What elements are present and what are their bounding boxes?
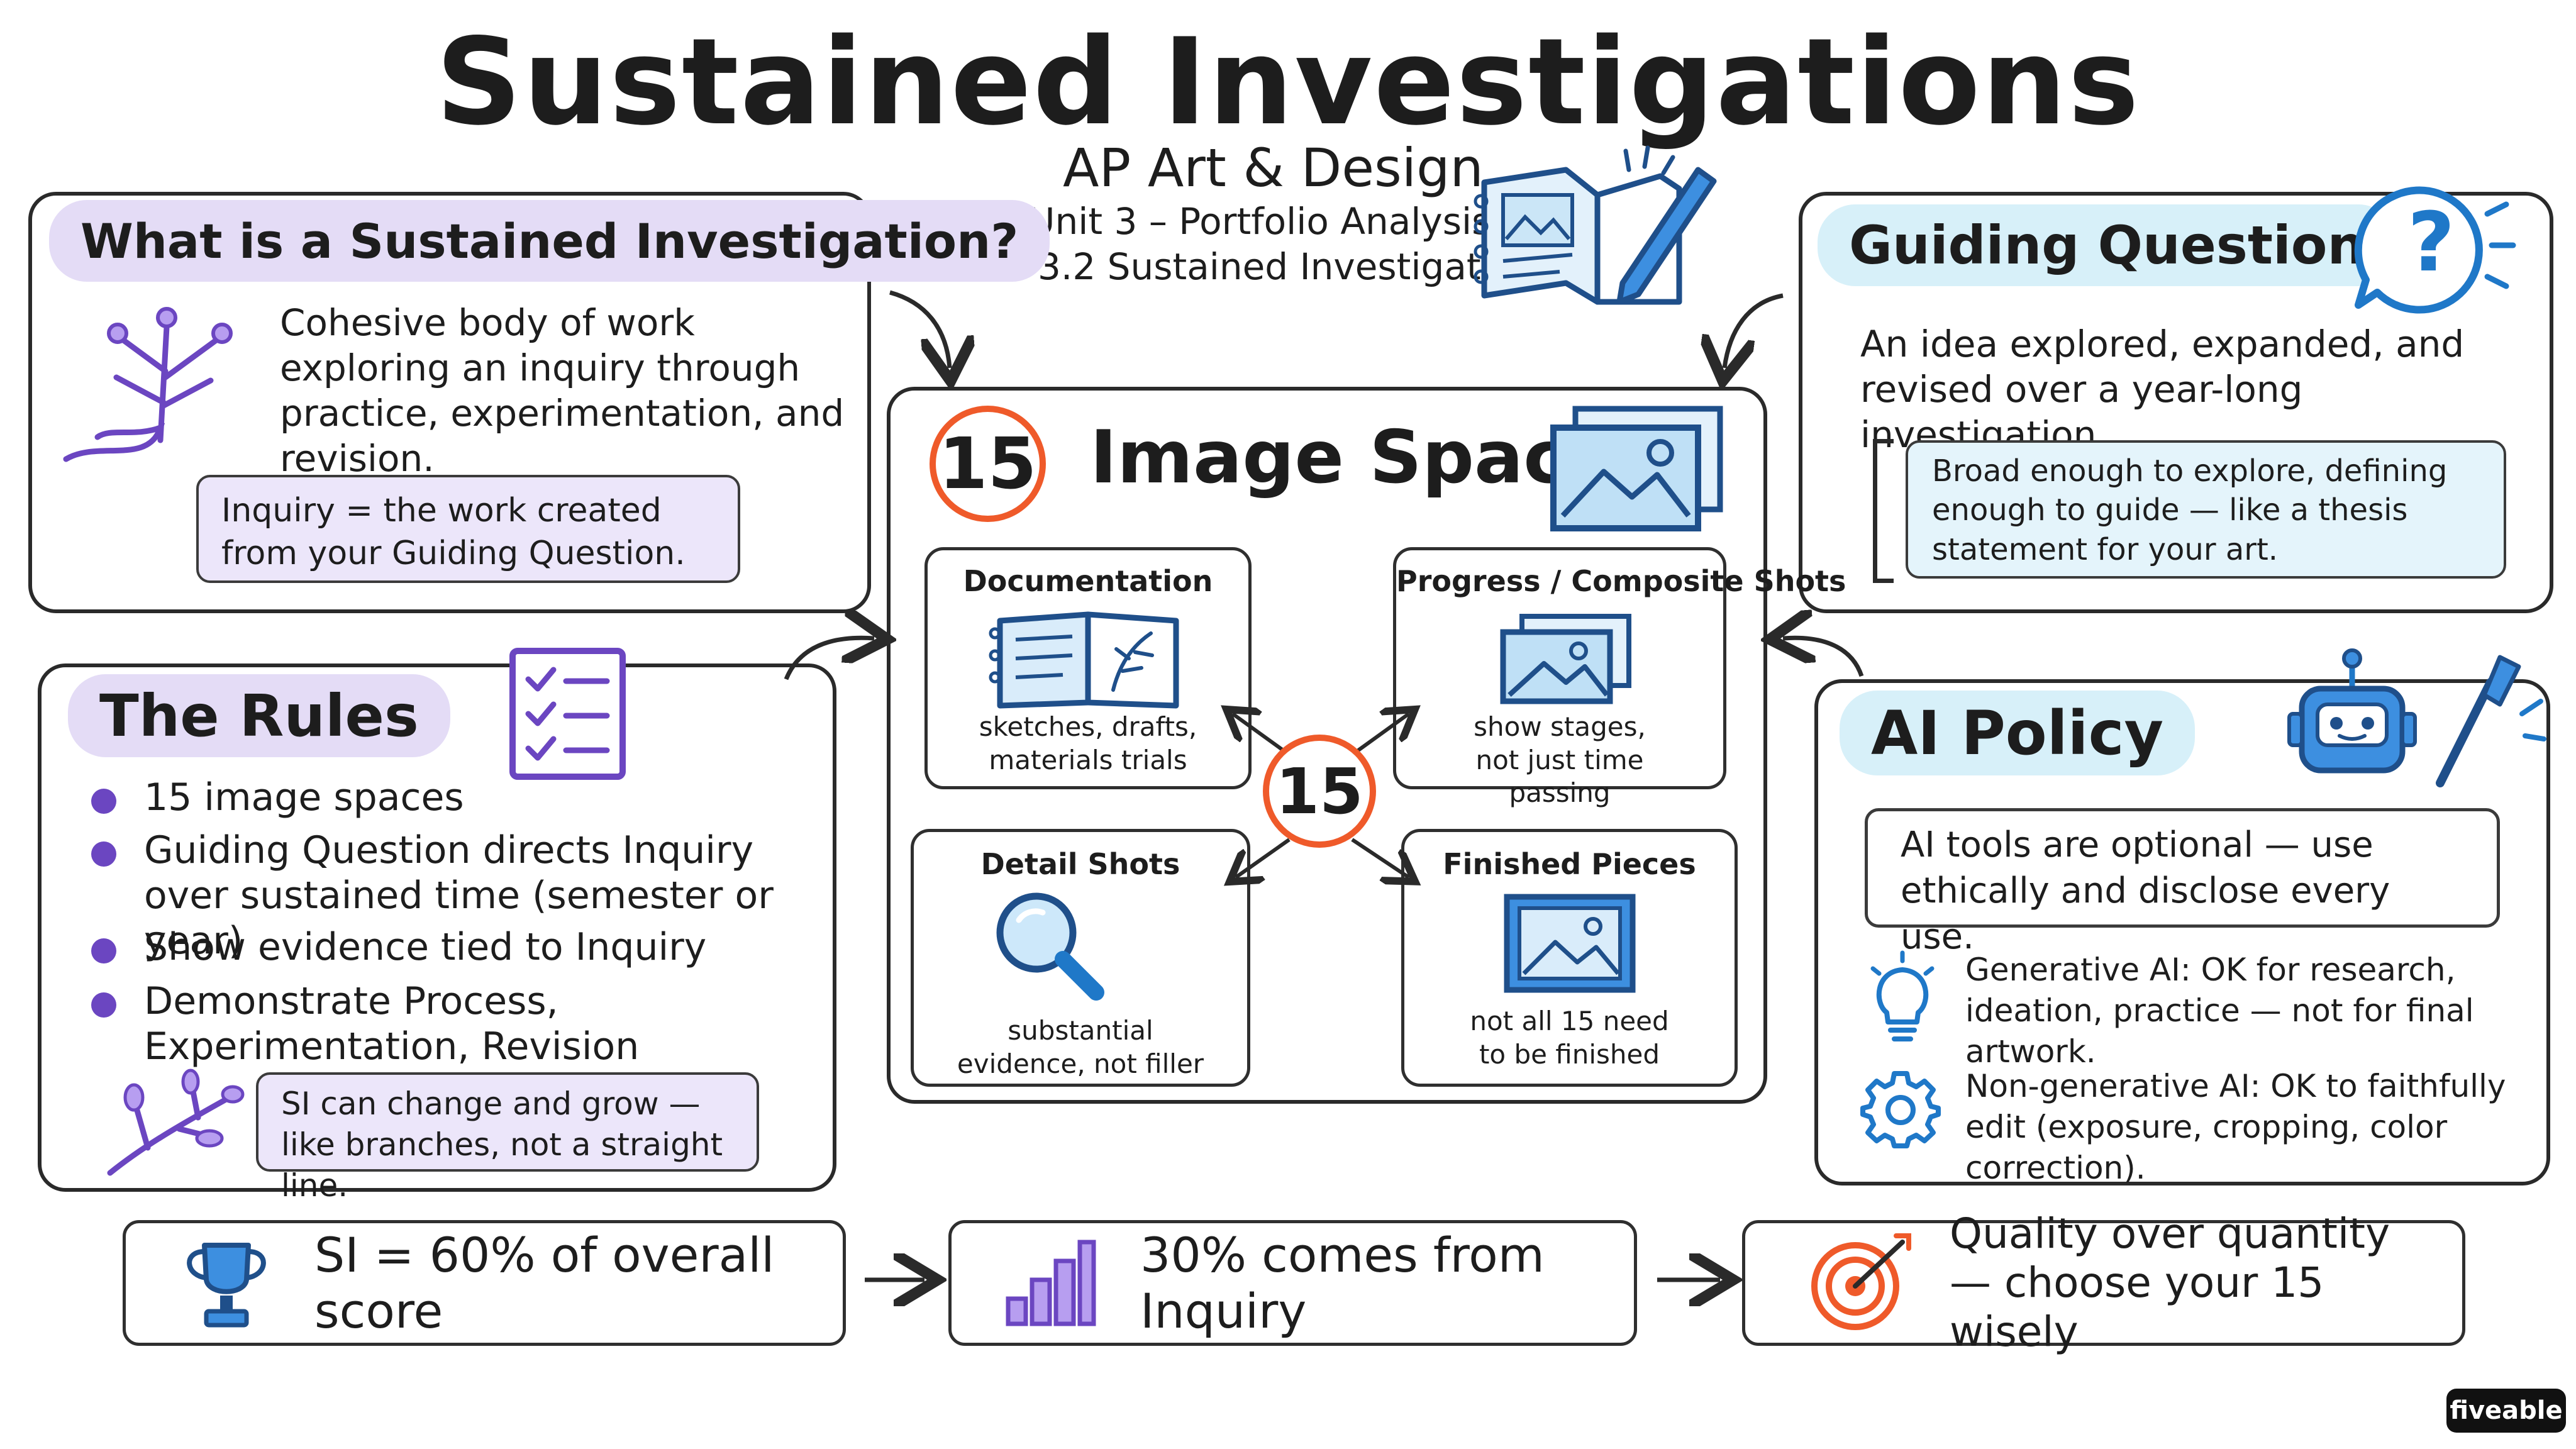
open-notebook-icon — [989, 611, 1179, 709]
rule-text: Show evidence tied to Inquiry — [144, 925, 707, 969]
branching-tree-icon — [63, 307, 233, 462]
bullet-dot — [91, 789, 116, 814]
rule-item: Show evidence tied to Inquiry — [91, 924, 814, 970]
question-bubble-icon: ? — [2354, 186, 2516, 314]
gear-icon — [1860, 1071, 1941, 1148]
thesis-note: Broad enough to explore, defining enough… — [1906, 440, 2506, 579]
bullet-dot — [91, 841, 116, 867]
lightbulb-icon — [1870, 950, 1935, 1041]
card-caption: sketches, drafts, materials trials — [979, 711, 1197, 775]
checklist-icon — [509, 648, 626, 780]
bar-chart-icon — [1006, 1240, 1096, 1326]
framed-picture-icon — [1504, 894, 1636, 993]
finished-pieces-card: Finished Pieces not all 15 need to be fi… — [1401, 829, 1738, 1087]
photo-stack-icon — [1500, 614, 1631, 704]
branch-icon — [107, 1069, 245, 1176]
score-text: SI = 60% of overall score — [314, 1227, 775, 1339]
fiveable-logo: fiveable — [2446, 1389, 2566, 1433]
detail-shots-card: Detail Shots substantial evidence, not f… — [911, 829, 1250, 1087]
card-caption: not all 15 need to be finished — [1470, 1006, 1669, 1070]
course-subtitle: AP Art & Design — [1063, 137, 1484, 199]
sketchbook-pencil-icon — [1474, 145, 1717, 305]
inquiry-share-text: 30% comes from Inquiry — [1140, 1227, 1545, 1339]
guiding-question-heading: Guiding Question — [1818, 204, 2397, 286]
rule-text: 15 image spaces — [144, 775, 464, 819]
image-spaces-count-badge: 15 — [930, 406, 1046, 522]
guiding-question-description: An idea explored, expanded, and revised … — [1860, 323, 2465, 456]
trophy-icon — [187, 1243, 266, 1328]
rule-item: 15 image spaces — [91, 775, 814, 820]
non-generative-ai-text: Non-generative AI: OK to faithfully edit… — [1965, 1068, 2506, 1186]
hub-arrows — [1220, 704, 1421, 893]
section-subtitle: 3.2 Sustained Investigations — [1038, 245, 1556, 288]
what-is-description: Cohesive body of work exploring an inqui… — [280, 301, 845, 480]
quality-box: Quality over quantity — choose your 15 w… — [1742, 1209, 2465, 1356]
inquiry-share-box: 30% comes from Inquiry — [948, 1220, 1637, 1346]
ai-tools-note: AI tools are optional — use ethically an… — [1865, 808, 2500, 957]
robot-paintbrush-icon — [2287, 648, 2546, 787]
bracket-mark — [1873, 439, 1894, 583]
card-caption: substantial evidence, not filler — [957, 1015, 1204, 1079]
card-title: Detail Shots — [980, 847, 1180, 881]
documentation-card: Documentation sketches, drafts, material… — [924, 547, 1252, 789]
rule-text: Guiding Question directs Inquiry over su… — [144, 828, 774, 963]
bullet-dot — [91, 938, 116, 963]
rules-heading: The Rules — [68, 674, 450, 757]
rule-item: Guiding Question directs Inquiry over su… — [91, 828, 814, 963]
card-caption: show stages, not just time passing — [1474, 711, 1646, 808]
score-box: SI = 60% of overall score — [123, 1220, 846, 1346]
quality-text: Quality over quantity — choose your 15 w… — [1950, 1209, 2390, 1356]
rule-item: Demonstrate Process, Experimentation, Re… — [91, 979, 814, 1069]
inquiry-note: Inquiry = the work created from your Gui… — [196, 475, 740, 583]
bullet-dot — [91, 992, 116, 1018]
rule-text: Demonstrate Process, Experimentation, Re… — [144, 979, 640, 1069]
svg-text:?: ? — [2407, 194, 2455, 290]
si-growth-note: SI can change and grow — like branches, … — [256, 1072, 759, 1204]
ai-policy-heading: AI Policy — [1840, 691, 2196, 775]
page-title: Sustained Investigations — [435, 13, 2141, 152]
target-icon — [1811, 1233, 1911, 1330]
generative-ai-text: Generative AI: OK for research, ideation… — [1965, 952, 2474, 1070]
progress-composite-card: Progress / Composite Shots show stages, … — [1393, 547, 1846, 808]
card-title: Finished Pieces — [1443, 847, 1696, 881]
unit-subtitle: Unit 3 – Portfolio Analysis — [1028, 200, 1491, 243]
card-title: Documentation — [963, 564, 1213, 598]
magnifier-icon — [996, 892, 1104, 1001]
center-count-badge: 15 — [1263, 735, 1376, 848]
what-is-heading: What is a Sustained Investigation? — [49, 200, 1050, 282]
images-stack-icon — [1550, 406, 1723, 531]
